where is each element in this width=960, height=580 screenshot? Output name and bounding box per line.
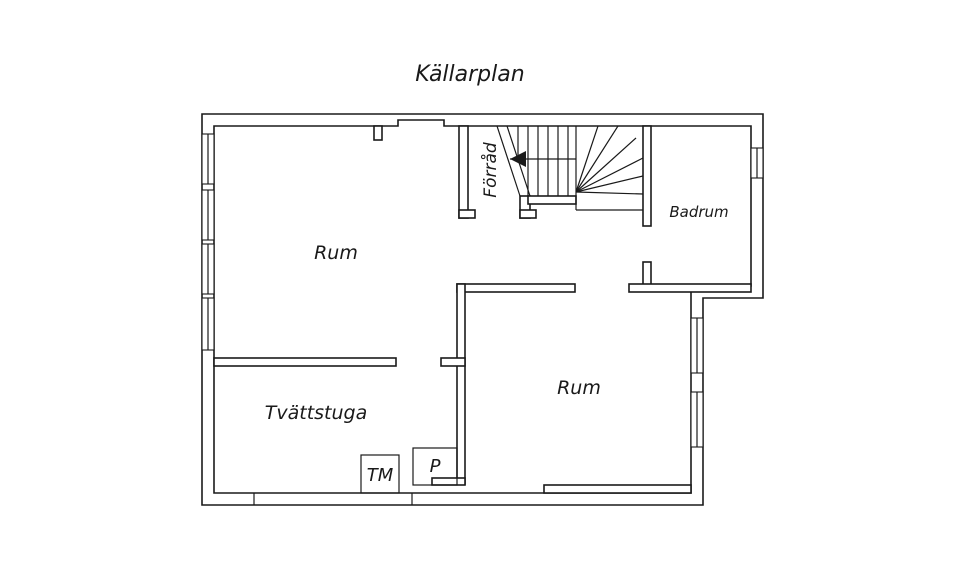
outer-wall <box>201 113 764 506</box>
windows <box>201 133 764 448</box>
room-label-rum-right: Rum <box>557 377 601 399</box>
tm-box <box>360 454 400 494</box>
room-label-forrad: Förråd <box>480 142 501 198</box>
stair-arrow <box>510 151 526 167</box>
staircase <box>496 125 644 211</box>
plan-title: Källarplan <box>415 62 524 87</box>
room-label-rum-left: Rum <box>314 242 358 264</box>
room-label-tvattstuga: Tvättstuga <box>265 402 368 424</box>
p-box <box>412 447 458 486</box>
label-p: P <box>430 456 441 477</box>
interior-walls <box>213 125 752 494</box>
label-tm: TM <box>367 465 394 486</box>
room-label-badrum: Badrum <box>669 203 728 221</box>
openings <box>253 493 413 505</box>
